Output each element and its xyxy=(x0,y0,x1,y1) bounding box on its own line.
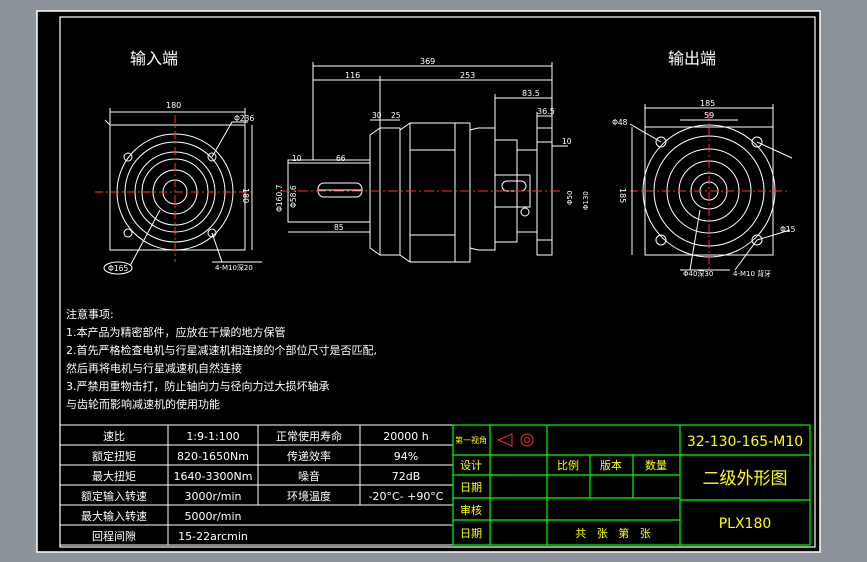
dim-phi-160: Φ160.7 xyxy=(275,184,284,212)
label-quantity: 数量 xyxy=(645,459,667,472)
dim-input-height: 180 xyxy=(241,188,250,203)
input-bolt-hole xyxy=(207,152,217,162)
title-block xyxy=(452,424,811,546)
spec-label-temperature: 环境温度 xyxy=(287,489,331,503)
label-date-1: 日期 xyxy=(460,481,482,494)
spec-label-ratio: 速比 xyxy=(103,430,125,443)
note-line-2: 2.首先严格检查电机与行星减速机相连接的个部位尺寸是否匹配, xyxy=(66,343,377,357)
output-bolt-hole xyxy=(655,234,667,246)
output-bolt-hole xyxy=(751,136,763,148)
dim-85: 85 xyxy=(334,223,344,232)
spec-label-rated-speed: 额定输入转速 xyxy=(81,489,147,503)
output-end-view: 输出端 185 59 185 Φ48 Φ15 Φ40深30 4-M10 背牙 xyxy=(612,49,796,278)
label-version: 版本 xyxy=(600,458,622,472)
spec-label-life: 正常使用寿命 xyxy=(276,429,342,443)
dim-input-bolt-circle: Φ236 xyxy=(234,114,254,123)
label-review: 审核 xyxy=(460,503,482,517)
dim-input-pilot: Φ165 xyxy=(108,264,128,273)
outer-border xyxy=(36,10,821,553)
dim-83-5: 83.5 xyxy=(522,89,540,98)
spec-value-life: 20000 h xyxy=(383,430,428,443)
dim-66: 66 xyxy=(336,154,346,163)
dim-25: 25 xyxy=(391,111,401,120)
spec-value-max-torque: 1640-3300Nm xyxy=(174,470,253,483)
dim-phi-15: Φ15 xyxy=(780,225,796,234)
projection-symbol xyxy=(496,433,534,447)
dim-phi-58: Φ58.6 xyxy=(289,185,298,208)
spec-label-backlash: 回程间隙 xyxy=(92,529,136,543)
output-end-title: 输出端 xyxy=(668,49,716,68)
input-end-title: 输入端 xyxy=(130,49,178,68)
dim-30: 30 xyxy=(372,111,382,120)
notes-title: 注意事项: xyxy=(66,307,114,321)
spec-value-rated-speed: 3000r/min xyxy=(185,490,242,503)
spec-value-rated-torque: 820-1650Nm xyxy=(177,450,249,463)
spec-value-ratio: 1:9-1:100 xyxy=(186,430,239,443)
dim-total-length: 369 xyxy=(420,57,435,66)
spec-value-noise: 72dB xyxy=(392,470,421,483)
output-shaft xyxy=(494,174,531,208)
drawing-title: 二级外形图 xyxy=(703,469,788,489)
dim-output-height: 185 xyxy=(618,188,627,203)
dim-output-holes: 4-M10 背牙 xyxy=(733,269,771,278)
note-line-1: 1.本产品为精密部件，应放在干燥的地方保管 xyxy=(66,325,286,339)
dim-input-width: 180 xyxy=(166,101,181,110)
dim-116: 116 xyxy=(345,71,360,80)
projection-label: 第一视角 xyxy=(455,435,487,445)
input-bolt-hole xyxy=(207,228,217,238)
spec-label-max-torque: 最大扭矩 xyxy=(92,469,136,483)
gear-housing xyxy=(399,122,471,263)
note-line-4: 3.严禁用重物击打，防止轴向力与径向力过大损坏轴承 xyxy=(66,379,330,393)
output-flange xyxy=(536,127,553,256)
label-sheets: 共 张 第 张 xyxy=(575,526,650,540)
dim-10-left: 10 xyxy=(292,154,302,163)
spec-label-noise: 噪音 xyxy=(298,469,320,483)
input-bolt-hole xyxy=(123,152,133,162)
label-date-2: 日期 xyxy=(460,527,482,540)
spec-value-max-speed: 5000r/min xyxy=(185,510,242,523)
title-block-text: 第一视角 设计 日期 审核 日期 比例 版本 数量 共 张 第 张 32-130… xyxy=(455,434,803,540)
dim-phi-50: Φ50 xyxy=(566,191,574,205)
spec-rows: 速比 1:9-1:100 正常使用寿命 20000 h 额定扭矩 820-165… xyxy=(81,429,444,543)
dim-output-shaft: Φ40深30 xyxy=(683,269,713,278)
drawing-number: 32-130-165-M10 xyxy=(687,434,803,450)
spec-label-rated-torque: 额定扭矩 xyxy=(92,449,136,463)
input-end-view: 输入端 180 180 Φ236 Φ165 4-M10深20 xyxy=(95,49,262,275)
spec-value-backlash: 15-22arcmin xyxy=(178,530,248,543)
output-flange-square xyxy=(644,126,774,256)
input-bolt-hole xyxy=(123,228,133,238)
dim-253: 253 xyxy=(460,71,475,80)
inner-border xyxy=(59,16,816,548)
label-scale: 比例 xyxy=(557,458,579,472)
dim-phi-48: Φ48 xyxy=(612,118,628,127)
notes-section: 注意事项: 1.本产品为精密部件，应放在干燥的地方保管 2.首先严格检查电机与行… xyxy=(66,307,377,411)
side-view: 369 116 253 83.5 36.5 30 25 10 66 85 10 … xyxy=(275,57,590,263)
dim-36-5: 36.5 xyxy=(537,107,555,116)
note-line-5: 与齿轮而影响减速机的使用功能 xyxy=(66,397,220,411)
output-bolt-hole xyxy=(655,136,667,148)
spec-value-efficiency: 94% xyxy=(394,450,418,463)
model-number: PLX180 xyxy=(719,516,772,532)
dim-phi-130: Φ130 xyxy=(582,191,590,210)
dim-10-right: 10 xyxy=(562,137,572,146)
spec-value-temperature: -20°C- +90°C xyxy=(368,490,443,503)
dim-output-width: 185 xyxy=(700,99,715,108)
dim-input-holes: 4-M10深20 xyxy=(215,263,253,272)
spec-label-max-speed: 最大输入转速 xyxy=(81,509,147,523)
spec-label-efficiency: 传递效率 xyxy=(287,449,331,463)
note-line-3: 然后再将电机与行星减速机自然连接 xyxy=(66,361,242,375)
label-design: 设计 xyxy=(460,459,482,472)
output-bolt-hole xyxy=(751,234,763,246)
dim-59: 59 xyxy=(704,111,714,120)
